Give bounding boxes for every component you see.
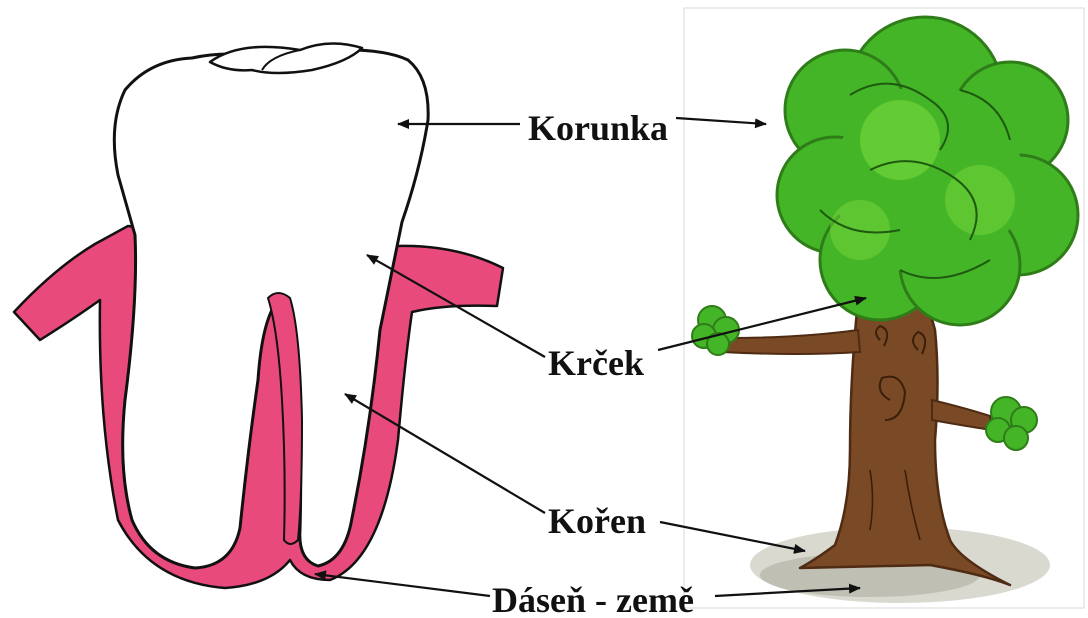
tooth-illustration xyxy=(14,43,503,588)
arrow-dasen-tooth xyxy=(315,574,490,596)
label-korunka: Korunka xyxy=(528,110,668,146)
label-krcek: Krček xyxy=(548,345,644,381)
label-koren: Kořen xyxy=(548,503,646,539)
label-dasen-zeme: Dáseň - země xyxy=(492,582,694,618)
